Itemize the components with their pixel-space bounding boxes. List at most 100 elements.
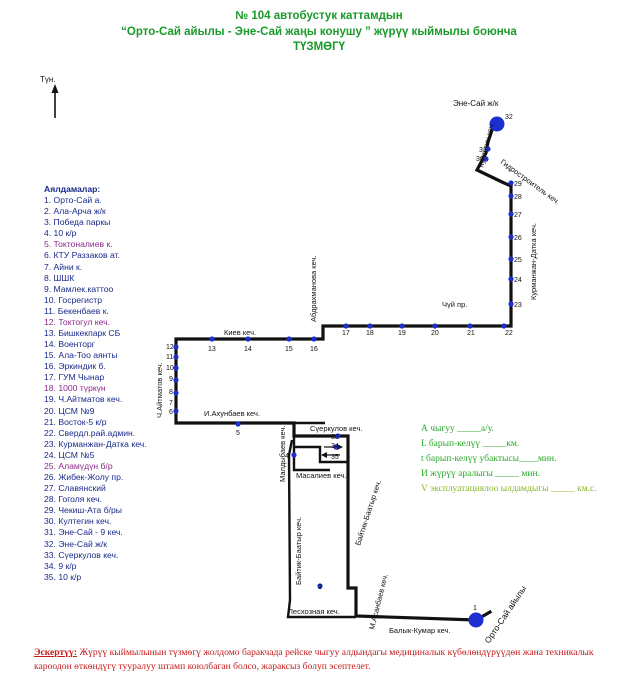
stop-number: 27	[514, 212, 522, 219]
legend-item: 16. Эркиндик б.	[44, 361, 106, 372]
label-chuy: Чүй пр.	[442, 300, 467, 309]
label-lesoznaya: Лесхозная кеч.	[288, 607, 340, 616]
legend-item: 31. Эне-Сай - 9 кеч.	[44, 527, 123, 538]
legend-item: 33. Сүеркулов кеч.	[44, 549, 119, 560]
stop-number: 2	[318, 584, 322, 591]
legend-item: 22. Свердл.рай.админ.	[44, 427, 136, 438]
map-title-line2: “Орто-Сай айылы - Эне-Сай жаңы конушу ” …	[121, 26, 517, 38]
label-baitik1: Байтик-Баатыр кеч.	[353, 479, 383, 547]
stop-dot	[508, 276, 514, 282]
legend-item: 19. Ч.Айтматов кеч.	[44, 394, 123, 405]
legend-item: 20. ЦСМ №9	[44, 405, 95, 416]
stop-number: 4	[285, 453, 289, 460]
label-asanbaev: М.Асанбаев кеч.	[367, 573, 390, 631]
stat-t: t барып-келүү убактысы____мин.	[421, 454, 557, 464]
stop-number: 5	[236, 430, 240, 437]
north-arrowhead-icon	[51, 84, 59, 93]
note-text: Жүрүү кыймылынын түзмөгү жолдомо баракча…	[34, 647, 594, 672]
stop-number: 33	[331, 434, 339, 441]
legend-item: 30. Култегин кеч.	[44, 516, 112, 527]
stat-l: L барып-келүү _____км.	[421, 439, 520, 449]
legend-item: 3. Победа паркы	[44, 217, 111, 228]
route-branch-lower	[292, 447, 330, 472]
stop-number: 31	[479, 147, 487, 154]
legend-item: 28. Гоголя кеч.	[44, 494, 102, 505]
map-title-line3: ТҮЗМӨГҮ	[292, 41, 346, 53]
stop-dot	[173, 354, 179, 360]
stop-number: 25	[514, 257, 522, 264]
stop-number: 26	[514, 235, 522, 242]
stop-number: 28	[514, 194, 522, 201]
legend-header: Аялдамалар:	[44, 184, 101, 194]
label-ene-sai: Эне-Сай ж/к	[453, 99, 499, 108]
north-label: Түн.	[40, 75, 56, 84]
stop-dot	[245, 336, 251, 342]
legend-item: 4. 10 к/р	[44, 228, 77, 239]
stop-dot	[173, 365, 179, 371]
label-ortosai: Орто-Сай айылы	[482, 584, 528, 645]
stop-dot	[508, 234, 514, 240]
legend-item: 2. Ала-Арча ж/к	[44, 206, 106, 217]
stop-dot	[483, 156, 489, 162]
stop-dot	[485, 146, 491, 152]
route-stats: А чыгуу _____а/у. L барып-келүү _____км.…	[421, 422, 597, 497]
legend-item: 14. Военторг	[44, 339, 95, 350]
stop-number: 23	[514, 302, 522, 309]
label-balyk: Балык-Кумар кеч.	[389, 626, 451, 635]
label-kurmanjan: Курманжан-Датка кеч.	[529, 223, 538, 300]
legend-item: 32. Эне-Сай ж/к	[44, 538, 108, 549]
stop-number: 10	[166, 365, 174, 372]
stop-number: 19	[398, 330, 406, 337]
stop-dot	[508, 256, 514, 262]
stop-dot	[508, 301, 514, 307]
stop-number: 34	[331, 443, 339, 450]
map-title-line1: № 104 автобустук каттамдын	[235, 10, 403, 22]
stop-number: 8	[169, 389, 173, 396]
stop-number: 6	[169, 409, 173, 416]
stop-number: 35	[331, 454, 339, 461]
label-maldybaev: Малдыбаев кеч.	[278, 426, 287, 482]
stop-dot	[286, 336, 292, 342]
stop-number: 24	[514, 277, 522, 284]
stop-dot	[343, 323, 349, 329]
stop-dot	[399, 323, 405, 329]
stop-dot	[317, 583, 323, 589]
legend-item: 10. Госрегистр	[44, 294, 102, 305]
label-kultegin: Култегин кеч.	[476, 121, 496, 168]
label-masaliev: Масалиев кеч.	[296, 471, 347, 480]
label-aitmatov: Ч.Айтматов кеч.	[155, 362, 164, 418]
stat-a: А чыгуу _____а/у.	[421, 424, 494, 434]
stop-number: 1	[473, 605, 477, 612]
stop-dot	[335, 433, 341, 439]
legend-item: 13. Бишкекпарк СБ	[44, 328, 121, 339]
legend-item: 17. ГУМ Чынар	[44, 372, 105, 383]
stop-dot	[508, 211, 514, 217]
stop-number-labels: 32 31 30 29 28 27 26 25 24 23 22 21 20 1…	[166, 114, 522, 612]
legend-item: 27. Славянский	[44, 483, 106, 494]
stop-number: 32	[505, 114, 513, 121]
legend-item: 8. ШШК	[44, 272, 75, 283]
stop-legend: Аялдамалар: 1. Орто-Сай а.2. Ала-Арча ж/…	[44, 184, 147, 583]
legend-item: 6. КТУ Раззаков ат.	[44, 250, 120, 261]
stop-dot	[173, 390, 179, 396]
stop-number: 29	[514, 181, 522, 188]
stop-dot	[173, 408, 179, 414]
stop-number: 14	[244, 346, 252, 353]
stop-dots	[173, 146, 514, 589]
legend-item: 24. ЦСМ №5	[44, 449, 95, 460]
legend-item: 18. 1000 түркүн	[44, 383, 106, 394]
stop-dot	[467, 323, 473, 329]
stop-number: 13	[208, 346, 216, 353]
stat-i: И жүрүү аралыгы _____ мин.	[421, 469, 540, 479]
stat-v: V эксплуатациялоо ылдамдыгы _____ км.с.	[421, 484, 597, 494]
legend-item: 5. Токтоналиев к.	[44, 239, 113, 250]
stop-number: 11	[166, 354, 173, 361]
stop-number: 30	[476, 156, 484, 163]
legend-item: 26. Жибек-Жолу пр.	[44, 472, 124, 483]
label-suerkulov: Сүеркулов кеч.	[310, 424, 362, 433]
route-line	[174, 124, 513, 622]
legend-item: 21. Восток-5 к/р	[44, 416, 107, 427]
label-baitik2: Байтик-Баатыр кеч.	[294, 517, 303, 585]
stop-number: 22	[505, 330, 513, 337]
stop-dot	[432, 323, 438, 329]
